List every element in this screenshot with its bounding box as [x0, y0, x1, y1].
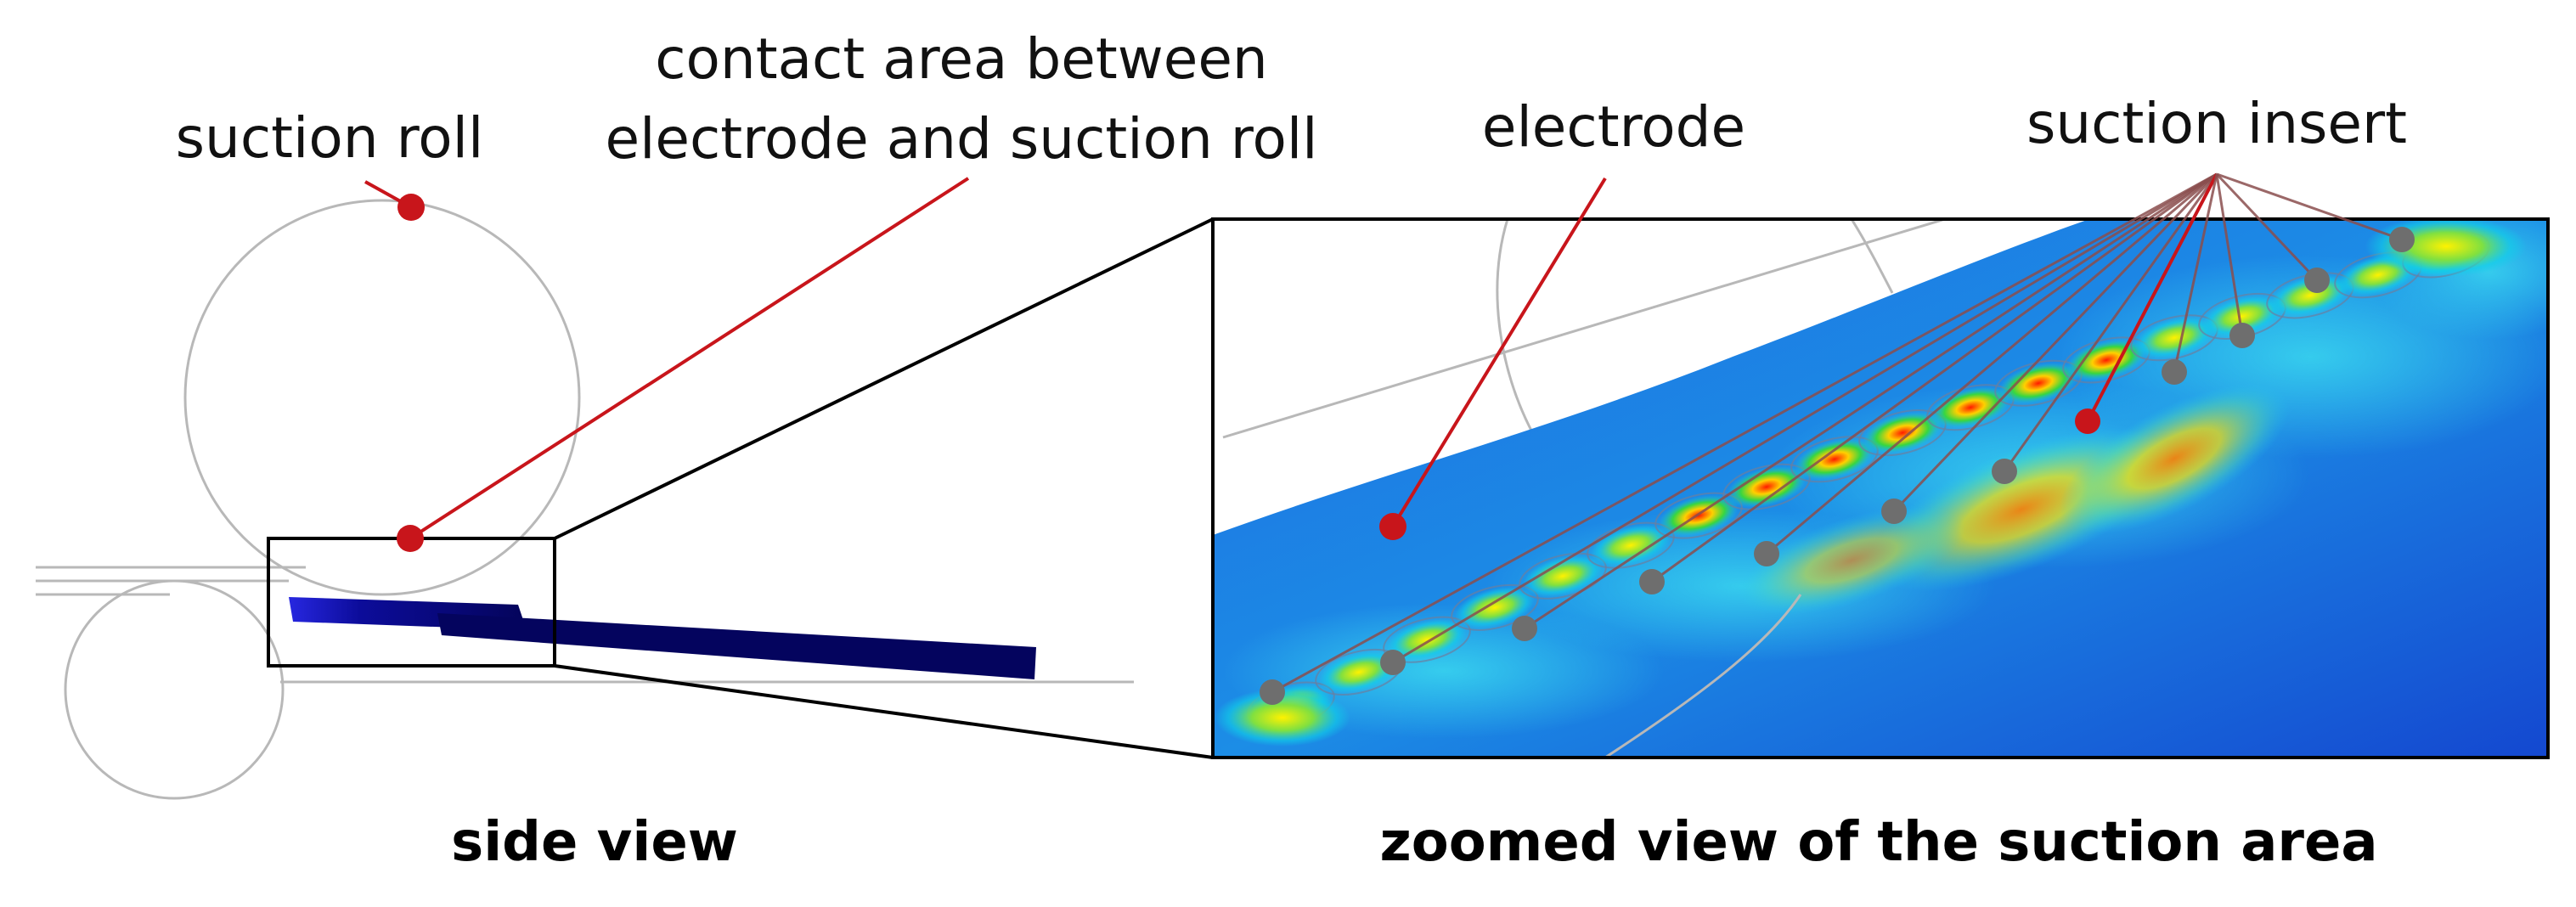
suction-insert-leader	[2216, 172, 2403, 241]
electrode-leader	[1391, 177, 1607, 528]
suction-insert-leader	[2003, 173, 2218, 472]
caption-side-view: side view	[451, 811, 738, 874]
electrode-marker	[1379, 513, 1406, 540]
suction-insert-leader	[2173, 173, 2218, 373]
suction-roll-circle	[183, 199, 581, 596]
insert-hotspot	[2134, 317, 2214, 359]
side-view	[36, 177, 1214, 800]
suction-insert-marker	[1512, 616, 1537, 641]
suction-insert-leader	[1766, 172, 2218, 555]
suction-insert-leader	[1524, 172, 2218, 630]
suction-insert-marker	[2304, 268, 2330, 293]
contact-area-leader	[409, 177, 970, 540]
suction-insert-leader	[1892, 172, 2218, 513]
suction-insert-marker	[1380, 650, 1406, 675]
electrode-bar-main	[437, 613, 1036, 679]
projection-line-top	[554, 217, 1214, 540]
insert-outline	[1451, 583, 1539, 631]
insert-hotspot	[2270, 274, 2350, 317]
suction-insert-marker	[2389, 227, 2415, 252]
suction-roll-marker	[397, 194, 425, 221]
suction-insert-marker	[2162, 359, 2187, 385]
insert-hotspot	[1523, 555, 1603, 597]
label-contact-area-line1: contact area between	[655, 26, 1268, 92]
suction-insert-marker	[1260, 679, 1285, 705]
suction-insert-leader	[2215, 172, 2319, 282]
zoomed-view	[1211, 172, 2550, 759]
zoom-frame	[1211, 217, 2550, 759]
insert-hotspot	[1727, 465, 1807, 508]
suction-insert-leader	[1651, 172, 2218, 583]
insert-hotspot	[1591, 524, 1671, 566]
lower-roll-circle	[64, 579, 285, 800]
insert-hotspot	[1795, 438, 1874, 481]
suction-insert-marker	[1881, 499, 1907, 524]
suction-insert-marker	[2229, 323, 2255, 348]
insert-hotspot	[1998, 362, 2078, 404]
caption-zoomed-view: zoomed view of the suction area	[1379, 811, 2377, 874]
suction-insert-marker	[1992, 459, 2017, 484]
suction-insert-leader	[2215, 173, 2244, 336]
label-contact-area-line2: electrode and suction roll	[605, 106, 1317, 172]
suction-insert-marker	[1639, 569, 1665, 594]
label-suction-insert: suction insert	[2026, 91, 2407, 156]
suction-insert-leader	[1392, 172, 2218, 664]
insert-hotspot	[1455, 587, 1535, 628]
suction-insert-leader	[2086, 173, 2218, 422]
suction-insert-marker	[1754, 541, 1779, 566]
suction-insert-leader	[1271, 172, 2218, 694]
contact-area-marker	[397, 525, 424, 552]
insert-hotspot	[1319, 651, 1399, 693]
suction-insert-leaders	[1260, 172, 2415, 705]
label-suction-roll: suction roll	[176, 105, 484, 171]
suction-insert-marker	[2075, 408, 2100, 434]
projection-line-bottom	[554, 664, 1214, 759]
insert-hotspot	[2202, 296, 2282, 337]
label-electrode: electrode	[1482, 94, 1745, 160]
